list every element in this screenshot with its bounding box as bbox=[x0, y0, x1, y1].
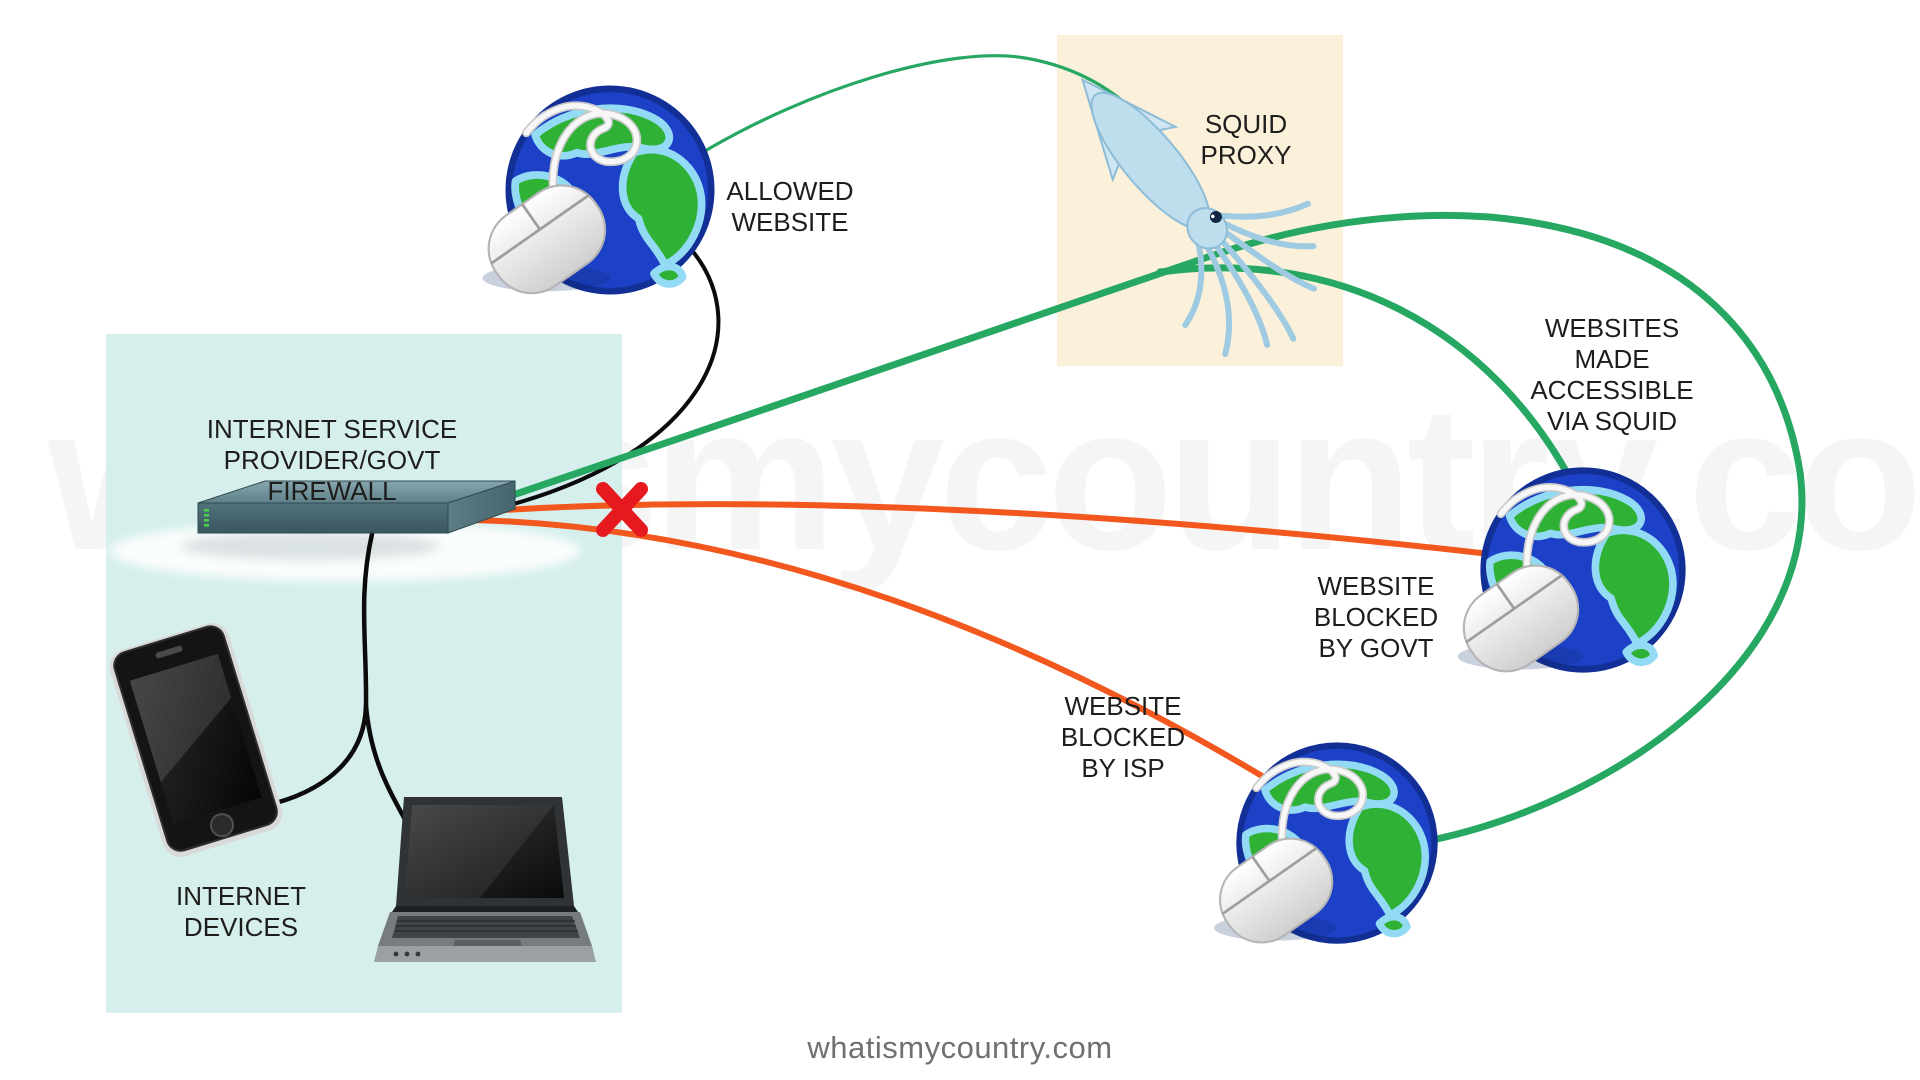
laptop-icon bbox=[374, 797, 596, 962]
label-websites-accessible-via-squid: WEBSITES MADE ACCESSIBLE VIA SQUID bbox=[1530, 313, 1694, 436]
router-shadow bbox=[110, 521, 580, 581]
govt-blocked-website-globe-icon bbox=[1448, 471, 1682, 687]
line-blocked-by-govt bbox=[469, 501, 1493, 557]
cable-devices-trunk bbox=[361, 531, 375, 709]
label-squid-proxy: SQUID PROXY bbox=[1200, 109, 1292, 170]
line-squid-to-govt-blocked-site bbox=[1156, 264, 1576, 486]
site-credit: whatismycountry.com bbox=[807, 1030, 1113, 1065]
line-blocked-by-isp bbox=[469, 517, 1275, 785]
label-website-blocked-by-govt: WEBSITE BLOCKED BY GOVT bbox=[1313, 571, 1439, 663]
label-website-blocked-by-isp: WEBSITE BLOCKED BY ISP bbox=[1060, 691, 1186, 783]
line-firewall-via-squid-to-isp-blocked-site bbox=[471, 211, 1806, 844]
smartphone-icon bbox=[109, 623, 283, 857]
cable-firewall-to-allowed-website bbox=[476, 246, 721, 515]
label-allowed-website: ALLOWED WEBSITE bbox=[726, 176, 854, 237]
allowed-website-globe-icon bbox=[473, 89, 712, 309]
squid-icon bbox=[1080, 77, 1317, 358]
blocked-x-icon bbox=[596, 482, 648, 537]
label-internet-devices: INTERNET DEVICES bbox=[176, 881, 306, 942]
isp-blocked-website-globe-icon bbox=[1205, 746, 1435, 958]
router-icon bbox=[197, 480, 516, 534]
label-isp-govt-firewall: INTERNET SERVICE PROVIDER/GOVT FIREWALL bbox=[206, 414, 458, 506]
